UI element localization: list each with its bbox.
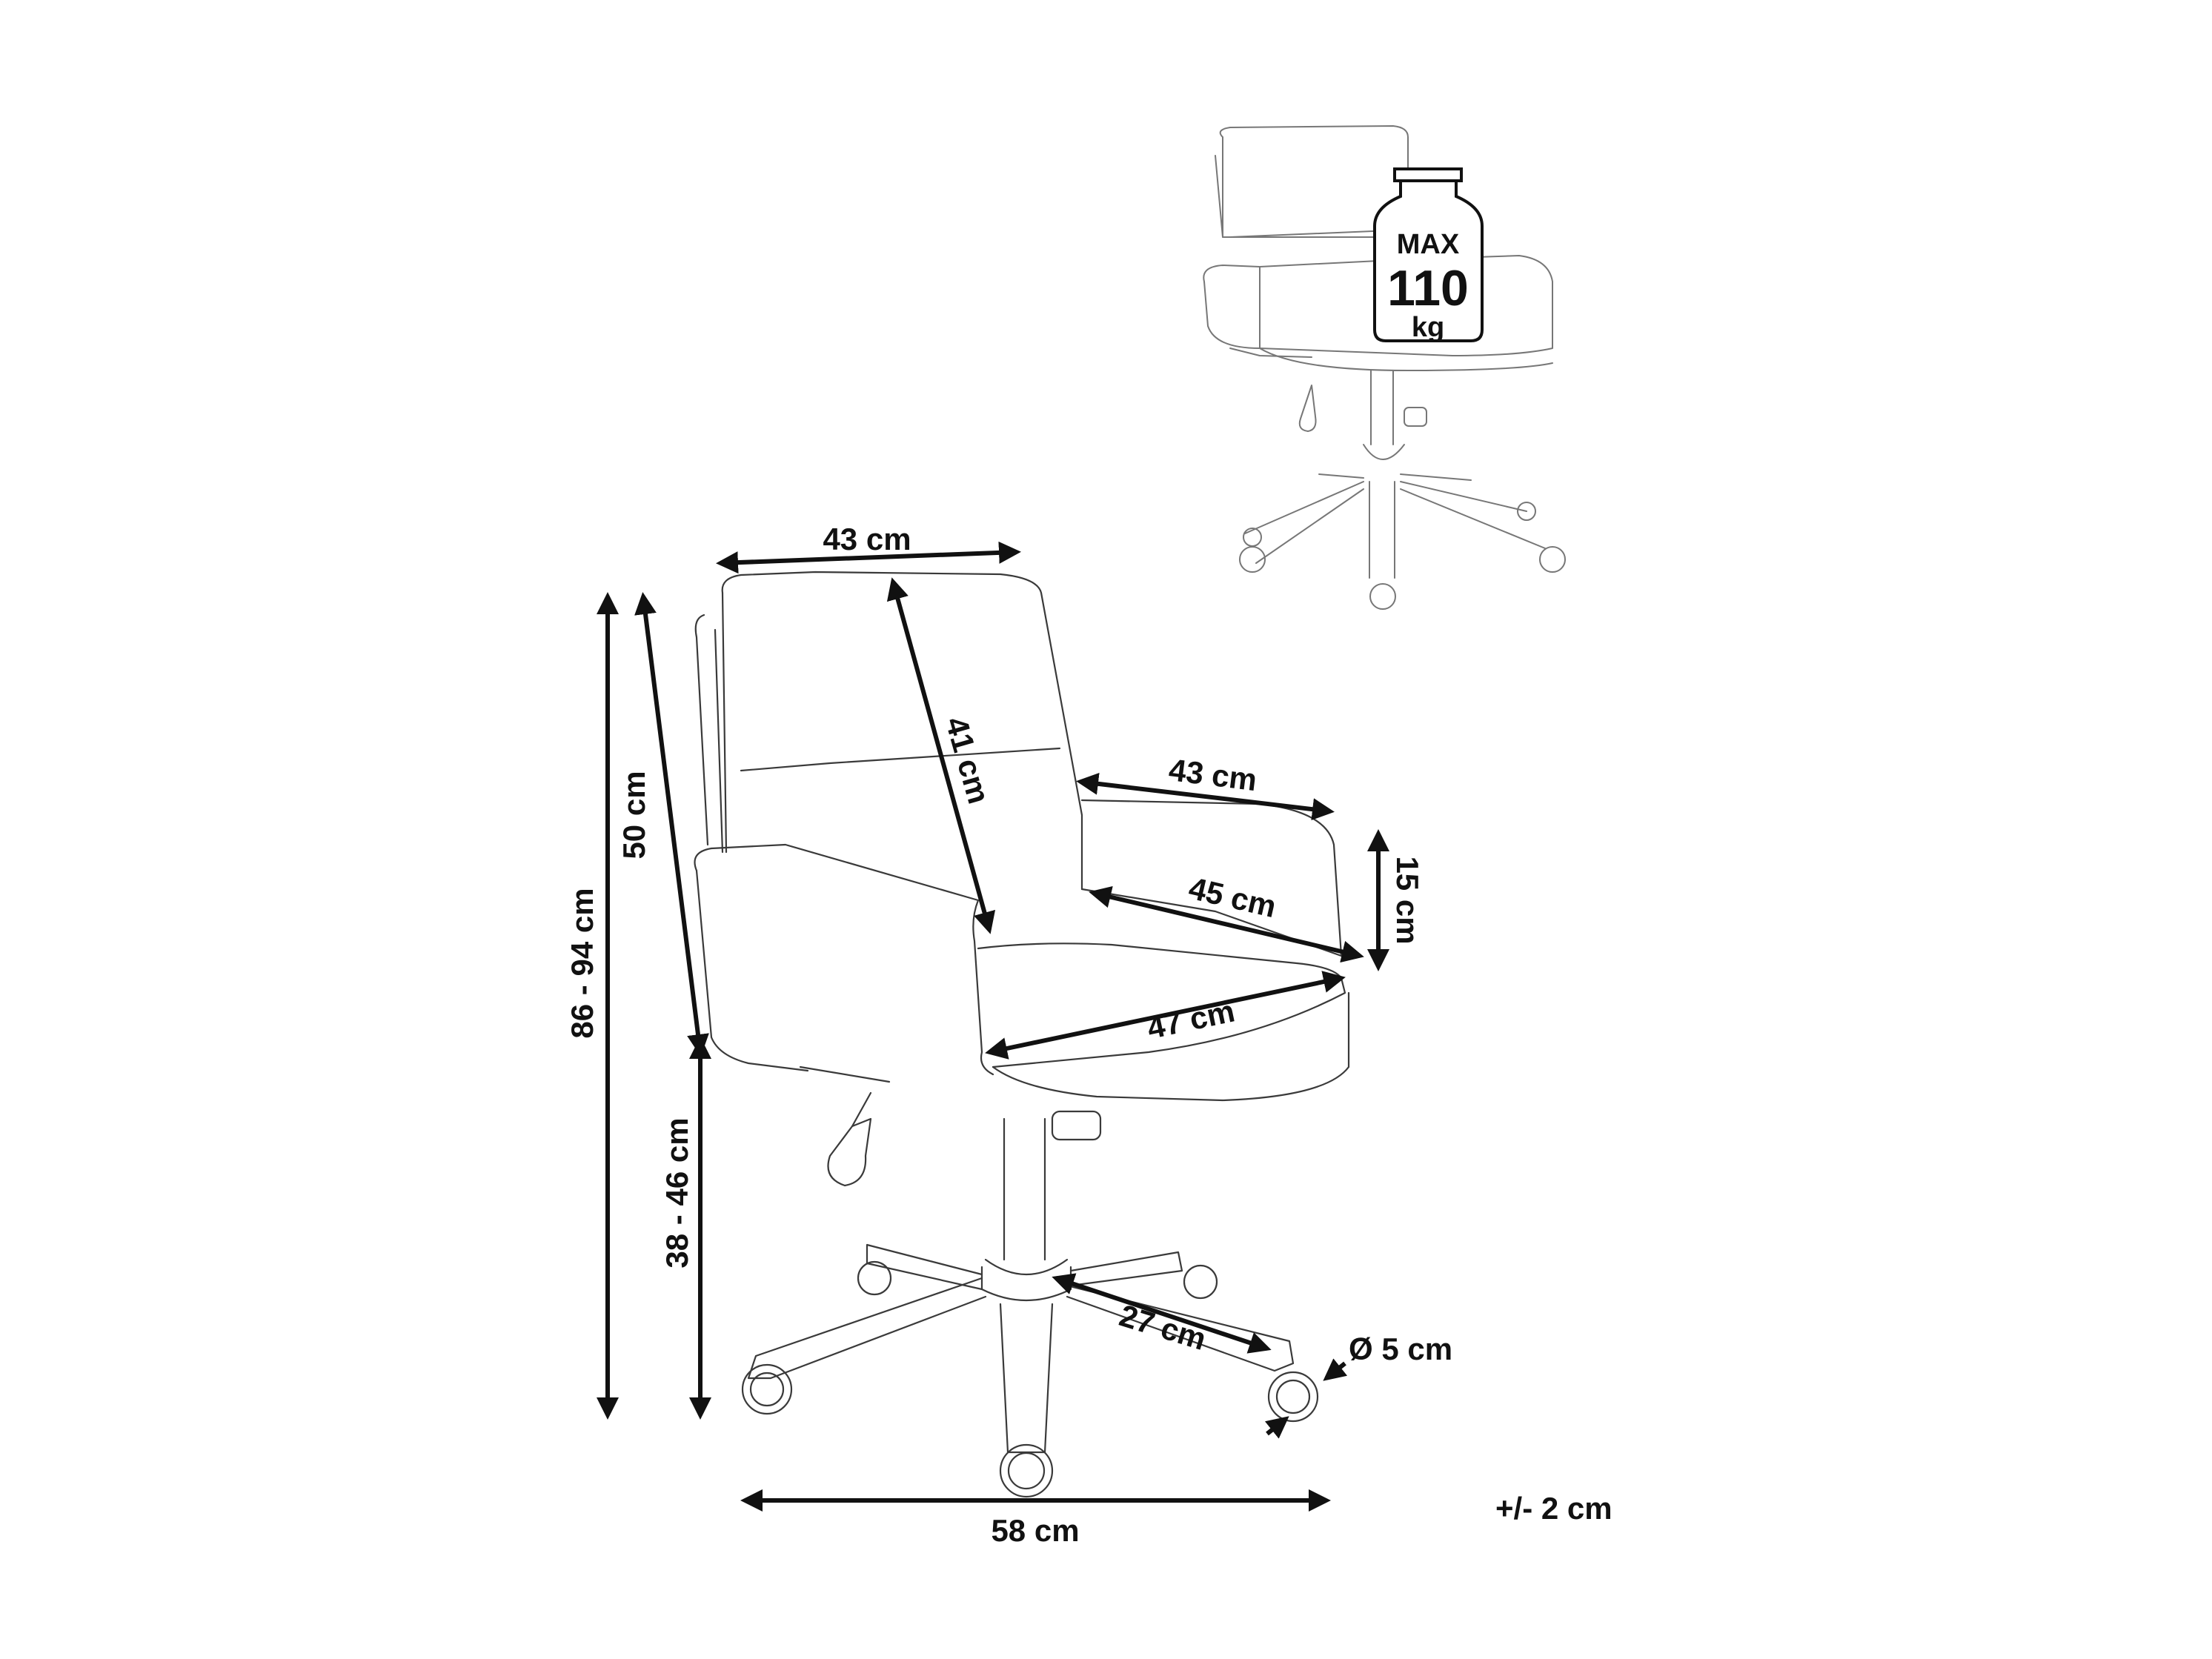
arrow-wheel-top bbox=[1323, 1358, 1348, 1381]
label-seat-height: 38 - 46 cm bbox=[660, 1117, 694, 1268]
arrow-base-radius bbox=[1052, 1273, 1272, 1354]
arrow-wheel-bottom bbox=[1264, 1416, 1289, 1439]
arrow-back-to-seat bbox=[634, 592, 709, 1057]
label-wheel-diameter: Ø 5 cm bbox=[1349, 1331, 1452, 1366]
label-total-height: 86 - 94 cm bbox=[565, 888, 600, 1038]
label-back-width: 43 cm bbox=[823, 522, 911, 556]
weight-badge-value: 110 bbox=[1387, 260, 1469, 316]
arrow-back-width bbox=[716, 541, 1021, 574]
arrow-armrest-length bbox=[1076, 772, 1335, 821]
label-base-width: 58 cm bbox=[991, 1513, 1079, 1548]
dimension-arrows bbox=[597, 541, 1389, 1512]
arrow-seat-width bbox=[985, 971, 1346, 1060]
label-base-radius: 27 cm bbox=[1115, 1297, 1210, 1357]
label-armrest-length: 43 cm bbox=[1167, 752, 1259, 797]
arrow-back-height bbox=[886, 577, 996, 934]
arrow-seat-depth bbox=[1089, 885, 1364, 963]
label-back-height: 41 cm bbox=[939, 713, 997, 807]
label-back-to-seat: 50 cm bbox=[617, 771, 651, 859]
label-tolerance: +/- 2 cm bbox=[1495, 1491, 1612, 1526]
weight-badge-unit: kg bbox=[1412, 312, 1444, 343]
thumbnail-chair bbox=[1203, 125, 1566, 610]
main-chair bbox=[694, 571, 1350, 1498]
weight-badge-max: MAX bbox=[1397, 229, 1460, 260]
dimension-labels: 43 cm 41 cm 43 cm 15 cm 45 cm 47 cm 50 c… bbox=[565, 522, 1612, 1548]
label-armrest-height: 15 cm bbox=[1390, 856, 1425, 944]
weight-badge: MAX 110 kg bbox=[1373, 167, 1484, 343]
